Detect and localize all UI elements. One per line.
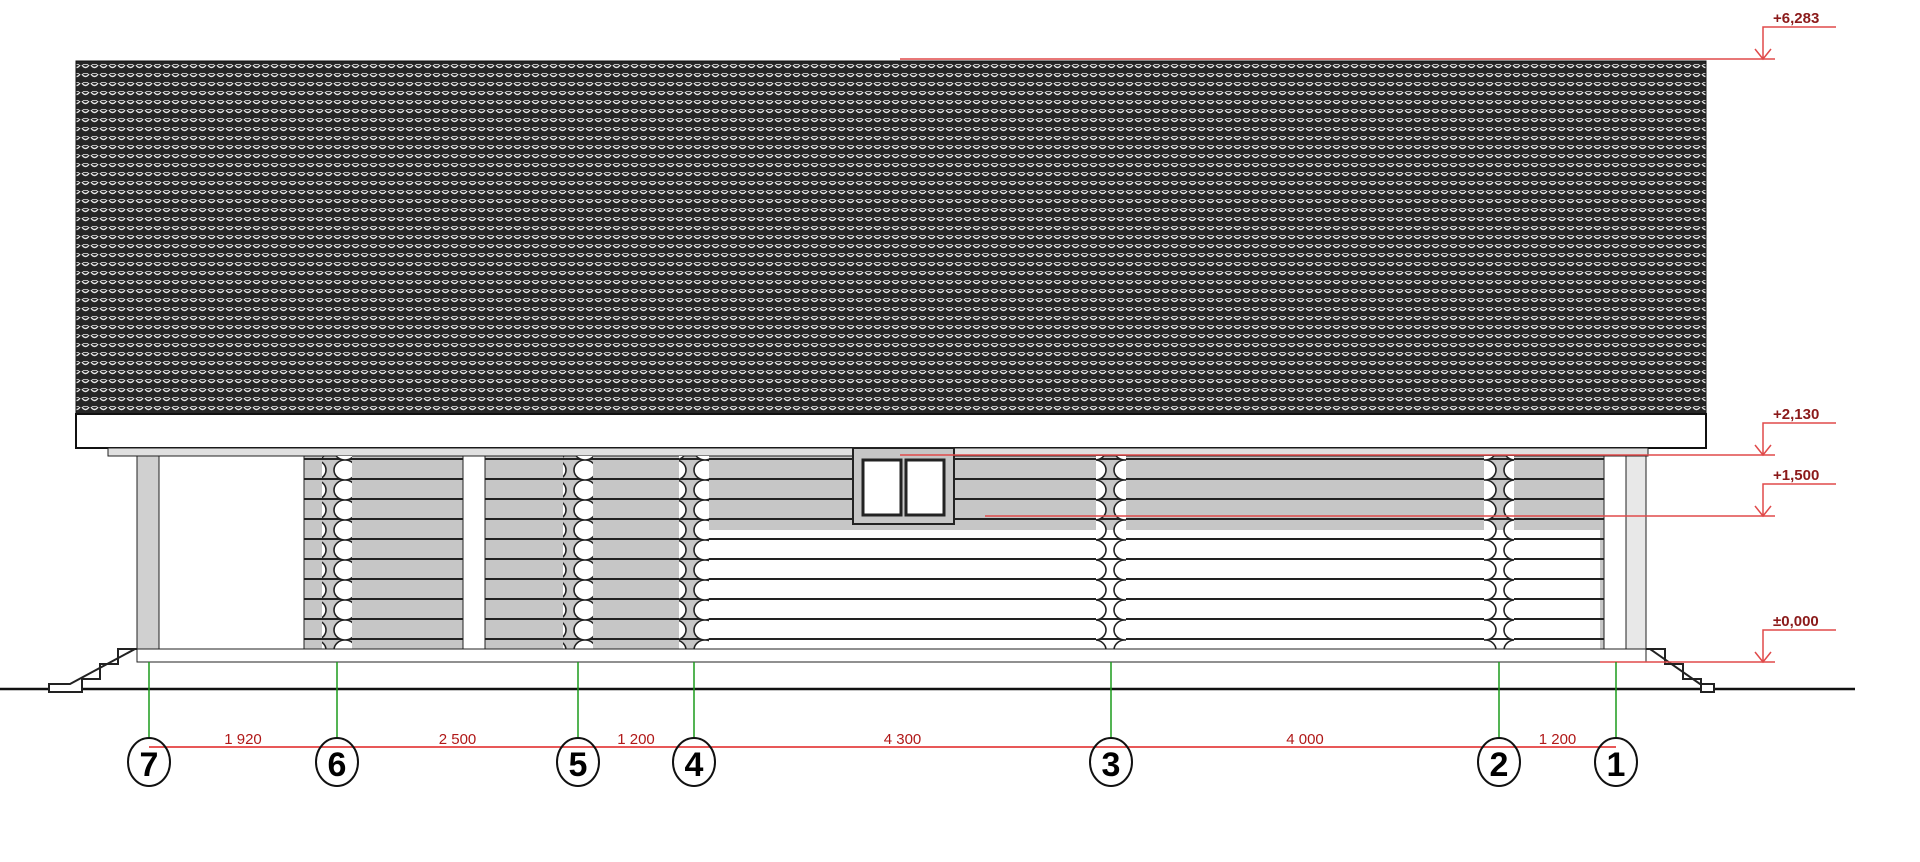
dimension-label: 4 300	[884, 731, 922, 748]
log-end-column	[322, 456, 352, 661]
level-label: +2,130	[1773, 406, 1819, 423]
axis-label: 3	[1102, 746, 1121, 784]
porch-post-inner	[462, 455, 486, 650]
dimension-label: 1 920	[224, 731, 262, 748]
axis-bubble	[1594, 737, 1638, 787]
axis-bubble	[127, 737, 171, 787]
plinth	[136, 648, 1647, 663]
dimension-label: 1 200	[617, 731, 655, 748]
axis-label: 7	[140, 746, 159, 784]
log-end-column	[679, 456, 709, 661]
grid-axis-7: 7	[127, 662, 171, 787]
grid-axis-1: 1	[1594, 662, 1638, 787]
level-label: +6,283	[1773, 10, 1819, 27]
porch-post-right	[1603, 455, 1627, 650]
roof-tiles	[75, 60, 1707, 415]
axis-bubble	[1477, 737, 1521, 787]
axis-bubble	[556, 737, 600, 787]
wall-corner-right	[1625, 455, 1647, 650]
dimension-label: 2 500	[439, 731, 477, 748]
stairs-right	[1646, 648, 1715, 693]
log-end-column	[563, 456, 593, 661]
window	[852, 447, 955, 525]
stairs-left	[48, 648, 137, 693]
log-wall-lower-lit	[700, 530, 1600, 649]
axis-bubble	[672, 737, 716, 787]
grid-axis-5: 5	[556, 662, 600, 787]
dimension-label: 4 000	[1286, 731, 1324, 748]
axis-label: 1	[1607, 746, 1626, 784]
log-end-column	[1484, 456, 1514, 661]
dimension-label: 1 200	[1539, 731, 1577, 748]
grid-axis-3: 3	[1089, 662, 1133, 787]
axis-label: 4	[685, 746, 704, 784]
axis-bubble	[315, 737, 359, 787]
log-end-column	[1096, 456, 1126, 661]
level-mark: +2,130	[900, 406, 1836, 457]
axis-label: 2	[1490, 746, 1509, 784]
porch-opening	[136, 455, 305, 650]
level-mark: +1,500	[985, 467, 1836, 518]
axis-label: 6	[328, 746, 347, 784]
roof-fascia	[75, 413, 1707, 449]
axis-label: 5	[569, 746, 588, 784]
level-mark: ±0,000	[1600, 613, 1836, 664]
grid-axis-6: 6	[315, 662, 359, 787]
level-label: ±0,000	[1773, 613, 1819, 630]
level-label: +1,500	[1773, 467, 1819, 484]
level-mark: +6,283	[900, 10, 1836, 61]
grid-axis-4: 4	[672, 662, 716, 787]
porch-post-left	[136, 455, 160, 650]
axis-bubble	[1089, 737, 1133, 787]
grid-axis-2: 2	[1477, 662, 1521, 787]
